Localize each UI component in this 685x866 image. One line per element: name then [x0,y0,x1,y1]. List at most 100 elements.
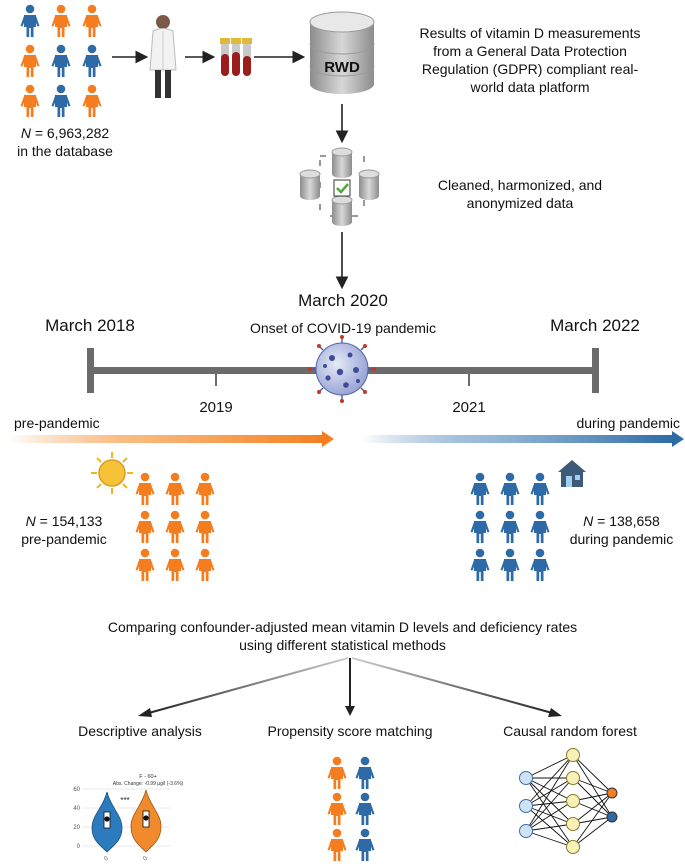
person-icon [327,756,347,789]
sun-icon [91,452,133,494]
person-icon [135,548,155,581]
cleaned-description: Cleaned, harmonized, and anonymized data [420,176,620,212]
psm-pairs [327,756,375,861]
database-count-block: N = 6,963,282 in the database [0,124,130,160]
person-icon [470,548,490,581]
person-icon [500,548,520,581]
method-descriptive: Descriptive analysis [78,723,202,739]
person-icon [530,548,550,581]
nn-edge [525,830,574,848]
nn-edge [525,777,574,802]
nn-hidden-node [566,817,580,831]
checkmark-icon [336,183,349,194]
person-icon [195,548,215,581]
methods-heading-line: Comparing confounder-adjusted mean vitam… [107,619,578,635]
pre-count: N = 154,133 [25,513,103,529]
small-database-icon [331,147,353,178]
y-tick-label: 40 [73,806,80,812]
small-database-icon [331,195,353,226]
y-tick-label: 60 [73,787,80,793]
x-tick-label: 0 [104,855,110,862]
nn-output-node [606,787,618,799]
nn-edge [572,792,613,848]
cleaned-line: Cleaned, harmonized, and [437,177,603,193]
nn-hidden-node [566,840,580,854]
cleaned-line: anonymized data [466,195,574,211]
nn-edge [525,805,574,848]
database-count: N = 6,963,282 [20,125,110,141]
mini-chart-title: F - 60+ [139,774,157,780]
results-line: world data platform [470,79,590,95]
pre-pandemic-arrow [8,431,334,447]
person-icon [165,472,185,505]
pre-count-block: N = 154,133 pre-pandemic [4,512,124,548]
results-line: Regulation (GDPR) compliant real- [421,61,639,77]
person-icon [530,510,550,543]
person-icon [51,4,71,37]
nn-edge [572,754,613,818]
nn-edge [525,800,574,807]
flow-arrow [351,657,557,715]
person-icon [355,756,375,789]
person-icon [20,84,40,117]
person-icon [82,84,102,117]
person-icon [327,828,347,861]
person-icon [470,472,490,505]
database-count-caption: in the database [17,143,113,159]
nn-edge [572,754,613,794]
person-icon [20,44,40,77]
pre-pandemic-label: pre-pandemic [14,415,100,431]
during-pandemic-group [470,472,550,581]
y-tick-label: 0 [77,844,81,850]
x-tick-label: 0 [143,855,149,862]
method-crf: Causal random forest [503,723,637,739]
nn-input-node [519,824,533,838]
nn-edge [525,777,574,807]
nn-edge [525,823,574,832]
checkbox-icon [333,179,351,197]
results-description: Results of vitamin D measurements from a… [395,24,665,96]
methods-heading-line: using different statistical methods [239,637,446,653]
nn-hidden-node [566,794,580,808]
nn-edge [525,754,574,832]
results-line: Results of vitamin D measurements [419,25,641,41]
person-icon [165,548,185,581]
during-count: N = 138,658 [583,513,660,529]
method-psm: Propensity score matching [267,723,433,739]
person-icon [195,472,215,505]
person-icon [82,4,102,37]
population-grid [20,4,102,117]
during-pandemic-label: during pandemic [576,415,680,431]
person-icon [51,44,71,77]
center-caption: Onset of COVID-19 pandemic [250,320,436,336]
method-arrows [138,657,562,717]
virus-icon [308,335,376,403]
person-icon [195,510,215,543]
small-database-icon [358,169,380,200]
person-icon [355,828,375,861]
doctor-icon [149,15,177,98]
nn-edge [525,800,574,832]
person-icon [327,792,347,825]
timeline-start-cap [87,348,94,393]
nn-input-node [519,799,533,813]
tick-2019 [215,372,217,386]
timeline-start-label: March 2018 [45,316,135,335]
person-icon [20,4,40,37]
blood-tubes-icon [220,38,252,76]
year-2021-label: 2021 [452,399,486,416]
center-date: March 2020 [298,291,388,310]
person-icon [355,792,375,825]
rwd-database-icon: RWD [309,11,375,94]
timeline-end-label: March 2022 [550,316,640,335]
person-icon [135,472,155,505]
pre-caption: pre-pandemic [21,531,107,547]
person-icon [470,510,490,543]
cleaned-data-icon [299,147,380,226]
nn-input-node [519,771,533,785]
small-database-icon [299,169,321,200]
nn-edge [572,777,613,818]
person-icon [530,472,550,505]
mini-violin-chart: F - 60+ Abs. Change: -0.99 µg/l (-3.6%) … [73,774,183,863]
